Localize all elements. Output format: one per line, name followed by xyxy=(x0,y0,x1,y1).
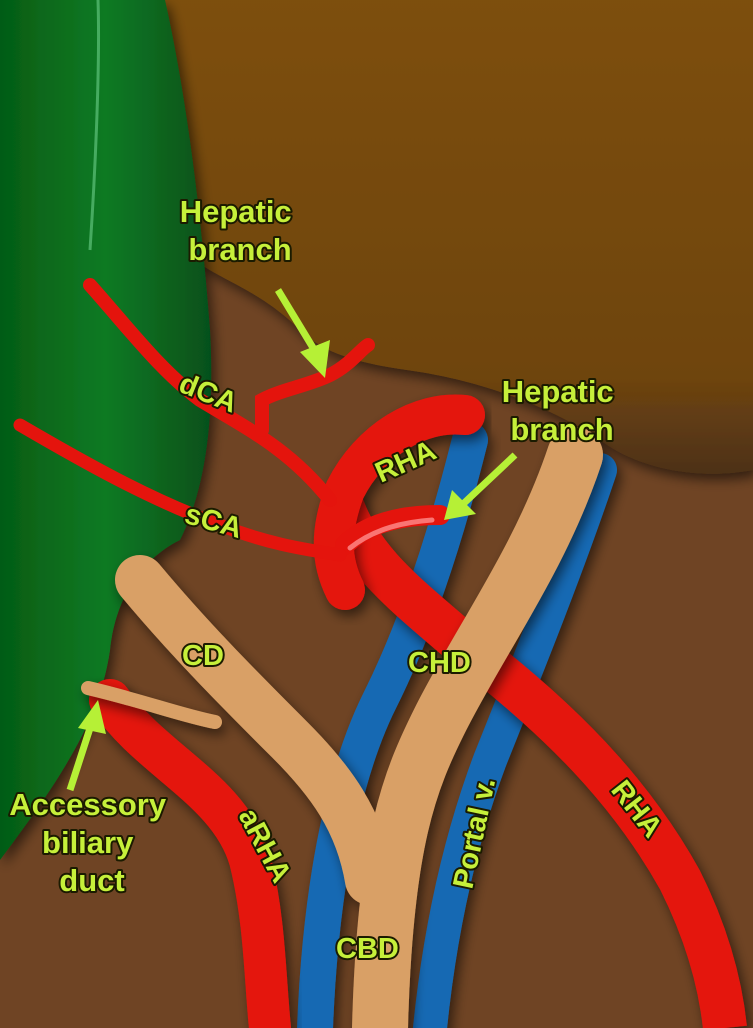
label-chd: CHD xyxy=(408,647,471,679)
label-cd: CD xyxy=(182,640,224,672)
label-accessory-line1: Accessory xyxy=(9,787,167,822)
label-hepatic-branch-top-line1: Hepatic xyxy=(180,194,292,229)
label-accessory-line2: biliary xyxy=(42,825,134,860)
label-hepatic-branch-right-line1: Hepatic xyxy=(502,374,614,409)
label-accessory-line3: duct xyxy=(59,863,124,898)
label-hepatic-branch-right-line2: branch xyxy=(510,412,613,447)
label-cbd: CBD xyxy=(336,933,399,965)
label-hepatic-branch-top-line2: branch xyxy=(188,232,291,267)
